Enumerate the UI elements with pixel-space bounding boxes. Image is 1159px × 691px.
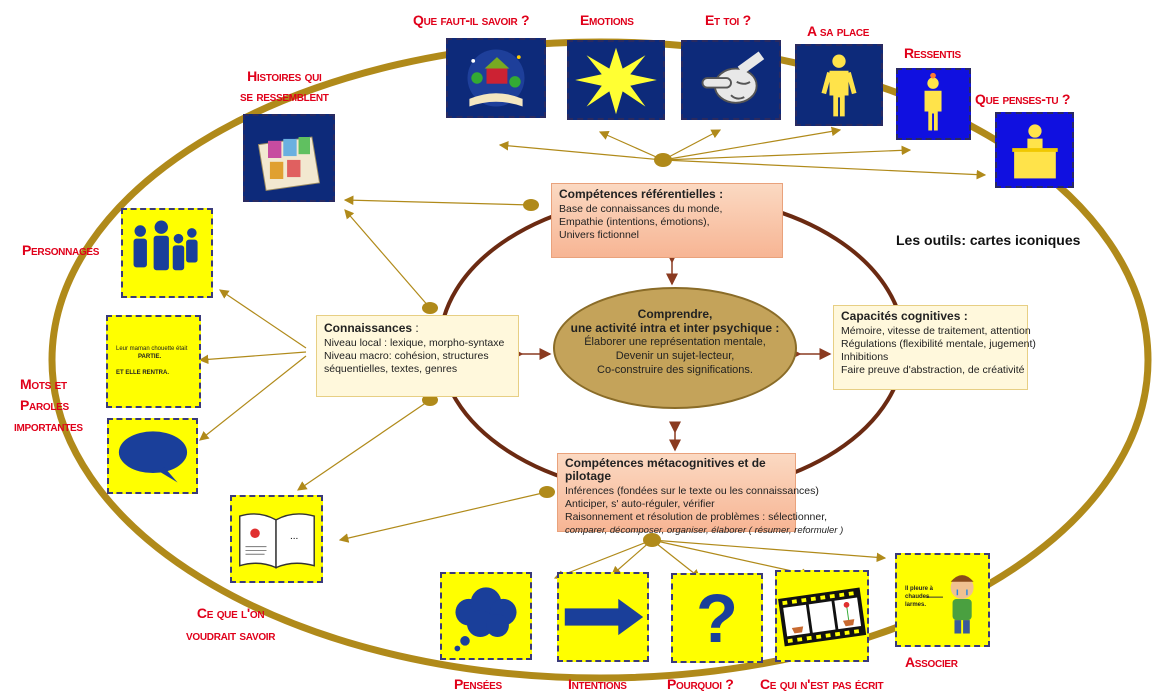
person-standing-icon	[821, 54, 857, 117]
label-personnages: Personnages	[22, 242, 100, 258]
connaissances-title-text: Connaissances	[324, 321, 413, 335]
card-que-penses-tu[interactable]	[995, 112, 1074, 188]
connaissances-line-1: Niveau local : lexique, morpho-syntaxe	[324, 337, 505, 349]
cognitives-line-2: Régulations (flexibilité mentale, jugeme…	[841, 338, 1036, 350]
film-strip-icon	[778, 587, 867, 647]
pointing-hand-icon	[701, 51, 765, 104]
label-mots-line1: Mots et	[20, 376, 67, 392]
card-et-toi[interactable]	[681, 40, 781, 120]
associer-note-line3: larmes.	[905, 602, 927, 608]
burst-star-icon	[575, 47, 657, 115]
label-que-faut-il-savoir: Que faut-il savoir ?	[413, 12, 530, 28]
box-competences-metacognitives: Compétences métacognitives et de pilotag…	[557, 453, 843, 536]
card-ce-que-lon-voudrait-savoir[interactable]: ...	[230, 495, 323, 583]
thought-cloud-icon	[454, 587, 517, 652]
card-personnages[interactable]	[121, 208, 213, 298]
cognitives-line-3: Inhibitions	[841, 351, 889, 363]
card-pensees[interactable]	[440, 572, 532, 660]
people-group-icon	[133, 220, 198, 271]
referentielles-line-2: Empathie (intentions, émotions),	[559, 216, 710, 228]
connaissances-line-3: séquentielles, textes, genres	[324, 363, 458, 375]
bookshelf-icon	[257, 136, 321, 191]
question-mark-icon: ?	[696, 580, 738, 657]
associer-note: Il pleure à chaudes larmes.	[905, 585, 933, 609]
connaissances-title: Connaissances :	[324, 322, 511, 335]
label-ce-que-lon: Ce que l'on voudrait savoir	[186, 602, 276, 646]
referentielles-title: Compétences référentielles :	[559, 187, 724, 201]
card-histoires-qui-se-ressemblent[interactable]	[243, 114, 335, 202]
center-line-1: Élaborer une représentation mentale,	[584, 336, 766, 348]
open-book-icon	[239, 513, 315, 569]
right-arrow-icon	[564, 598, 644, 636]
label-associer: Associer	[905, 654, 958, 670]
label-histoires-line1: Histoires qui	[247, 68, 322, 84]
label-et-toi: Et toi ?	[705, 12, 751, 28]
metacognitives-title: Compétences métacognitives et de pilotag…	[565, 456, 766, 483]
metacognitives-line-3: Raisonnement et résolution de problèmes …	[565, 511, 828, 523]
card-ressentis[interactable]	[896, 68, 971, 140]
mots-note-line2: PARTIE.	[138, 354, 162, 360]
card-emotions[interactable]	[567, 40, 665, 120]
label-ce-que-lon-line2: voudrait savoir	[186, 627, 276, 643]
center-line-3: Co-construire des significations.	[597, 364, 753, 376]
card-que-faut-il-savoir[interactable]	[446, 38, 546, 118]
label-que-penses-tu: Que penses-tu ?	[975, 91, 1071, 107]
connaissances-title-suffix: :	[412, 321, 419, 335]
label-mots-line2: Paroles	[20, 397, 69, 413]
svg-text:?: ?	[696, 580, 738, 657]
crying-child-icon	[925, 575, 974, 634]
label-pensees: Pensées	[454, 676, 502, 691]
metacognitives-line-2: Anticiper, s' auto-réguler, vérifier	[565, 498, 715, 510]
associer-note-line1: Il pleure à	[905, 586, 934, 592]
label-ressentis: Ressentis	[904, 45, 961, 61]
tools-title: Les outils: cartes iconiques	[896, 232, 1081, 248]
referentielles-line-1: Base de connaissances du monde,	[559, 203, 723, 215]
center-line-2: Devenir un sujet-lecteur,	[615, 350, 735, 362]
label-emotions: Emotions	[580, 12, 634, 28]
card-intentions[interactable]	[557, 572, 649, 662]
open-book-ellipsis: ...	[290, 531, 299, 542]
label-ce-qui-nest-pas-ecrit: Ce qui n'est pas écrit	[760, 676, 884, 691]
mots-note-line1: Leur maman chouette était	[116, 346, 188, 352]
box-competences-referentielles: Compétences référentielles : Base de con…	[551, 183, 783, 258]
label-intentions: Intentions	[568, 676, 627, 691]
person-feeling-icon	[924, 72, 942, 131]
card-mots-et-paroles[interactable]	[107, 418, 198, 494]
referentielles-line-3: Univers fictionnel	[559, 229, 639, 241]
speaker-podium-icon	[1012, 124, 1058, 179]
mots-note: Leur maman chouette était PARTIE. ET ELL…	[116, 345, 187, 377]
card-a-sa-place[interactable]	[795, 44, 883, 126]
connaissances-line-2: Niveau macro: cohésion, structures	[324, 350, 489, 362]
card-mots-text[interactable]: Leur maman chouette était PARTIE. ET ELL…	[106, 315, 201, 408]
card-pourquoi[interactable]: ?	[671, 573, 763, 663]
center-comprendre: Comprendre, une activité intra et inter …	[553, 287, 797, 409]
label-mots-line3: importantes	[14, 418, 83, 434]
book-storyland-icon	[467, 49, 525, 107]
label-a-sa-place: A sa place	[807, 23, 870, 39]
center-title-1: Comprendre,	[637, 307, 713, 321]
mots-note-line3: ET ELLE RENTRA.	[116, 370, 170, 376]
card-associer[interactable]: Il pleure à chaudes larmes.	[895, 553, 990, 647]
center-title-2: une activité intra et inter psychique :	[570, 321, 780, 335]
cognitives-line-4: Faire preuve d'abstraction, de créativit…	[841, 364, 1025, 376]
box-connaissances: Connaissances : Niveau local : lexique, …	[316, 315, 519, 397]
label-histoires-line2: se ressemblent	[240, 88, 329, 104]
label-ce-que-lon-line1: Ce que l'on	[196, 605, 265, 621]
cognitives-line-1: Mémoire, vitesse de traitement, attentio…	[841, 325, 1031, 337]
metacognitives-line-1: Inférences (fondées sur le texte ou les …	[565, 485, 819, 497]
box-capacites-cognitives: Capacités cognitives : Mémoire, vitesse …	[833, 305, 1036, 390]
speech-bubble-icon	[118, 431, 188, 483]
label-mots-et-paroles: Mots et Paroles importantes	[14, 374, 83, 437]
label-histoires: Histoires qui se ressemblent	[240, 66, 329, 106]
metacognitives-line-4: comparer, décomposer, organiser, élabore…	[565, 525, 844, 536]
associer-note-line2: chaudes	[905, 594, 930, 600]
card-ce-qui-nest-pas-ecrit[interactable]	[775, 570, 869, 662]
label-pourquoi: Pourquoi ?	[667, 676, 734, 691]
cognitives-title: Capacités cognitives :	[841, 309, 968, 323]
